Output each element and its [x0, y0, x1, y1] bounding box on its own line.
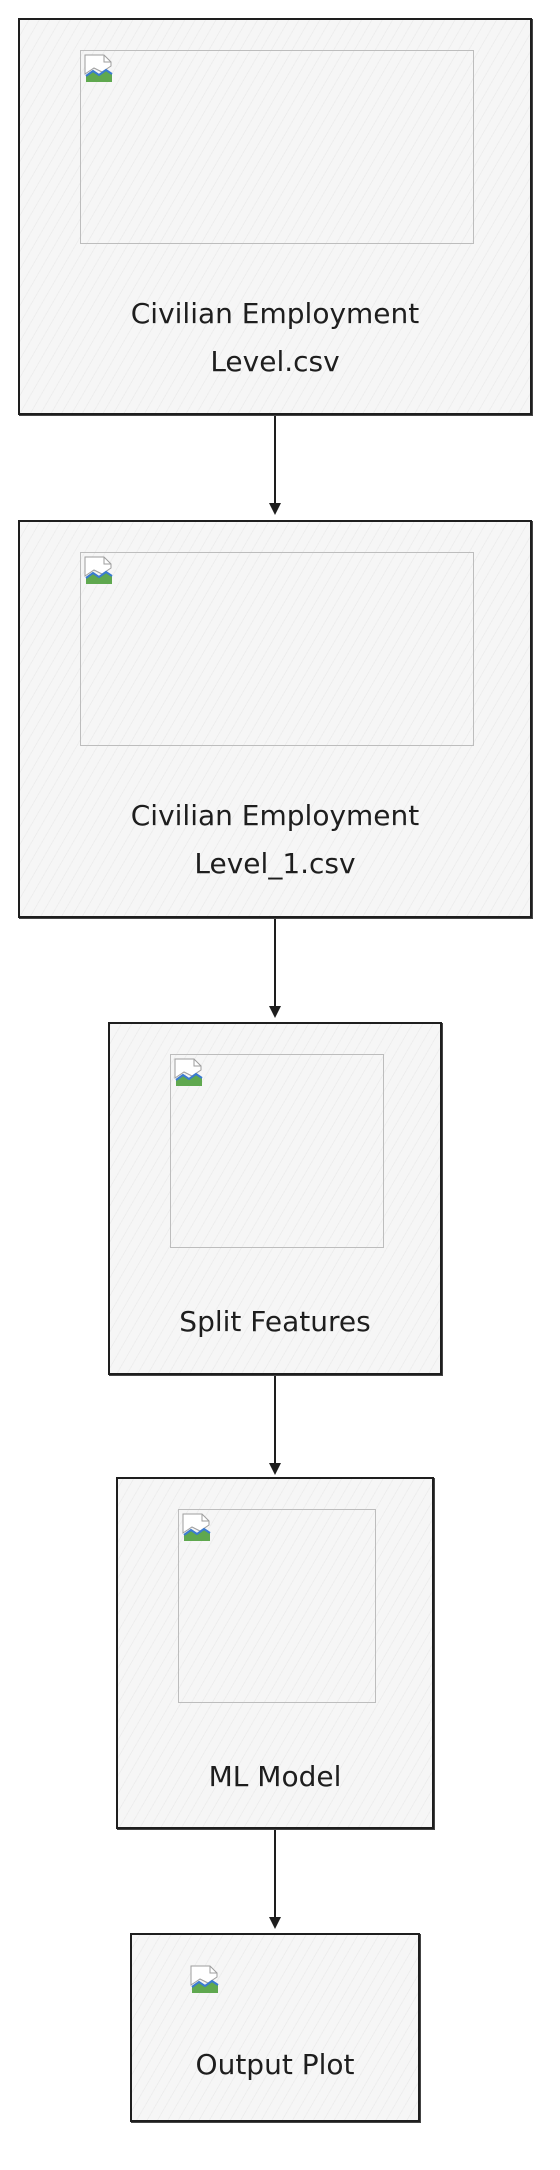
node-image-placeholder [80, 50, 474, 244]
broken-image-icon [174, 1058, 203, 1086]
node-civilian-employment-level-1-csv[interactable]: Civilian Employment Level_1.csv [18, 520, 532, 918]
broken-image-icon [190, 1965, 219, 1993]
node-label: Split Features [179, 1305, 371, 1338]
node-image-placeholder [178, 1509, 376, 1703]
node-image-placeholder [170, 1054, 384, 1248]
node-ml-model[interactable]: ML Model [116, 1477, 434, 1829]
node-civilian-employment-level-csv[interactable]: Civilian Employment Level.csv [18, 18, 532, 415]
node-output-plot[interactable]: Output Plot [130, 1933, 420, 2122]
node-label: Output Plot [195, 2048, 355, 2081]
node-label: ML Model [208, 1760, 342, 1793]
broken-image-icon [182, 1513, 211, 1541]
broken-image-icon [84, 54, 113, 82]
node-image-placeholder [80, 552, 474, 746]
node-label: Civilian Employment Level.csv [130, 297, 420, 378]
node-label: Civilian Employment Level_1.csv [130, 799, 420, 880]
node-split-features[interactable]: Split Features [108, 1022, 442, 1375]
broken-image-icon [84, 556, 113, 584]
